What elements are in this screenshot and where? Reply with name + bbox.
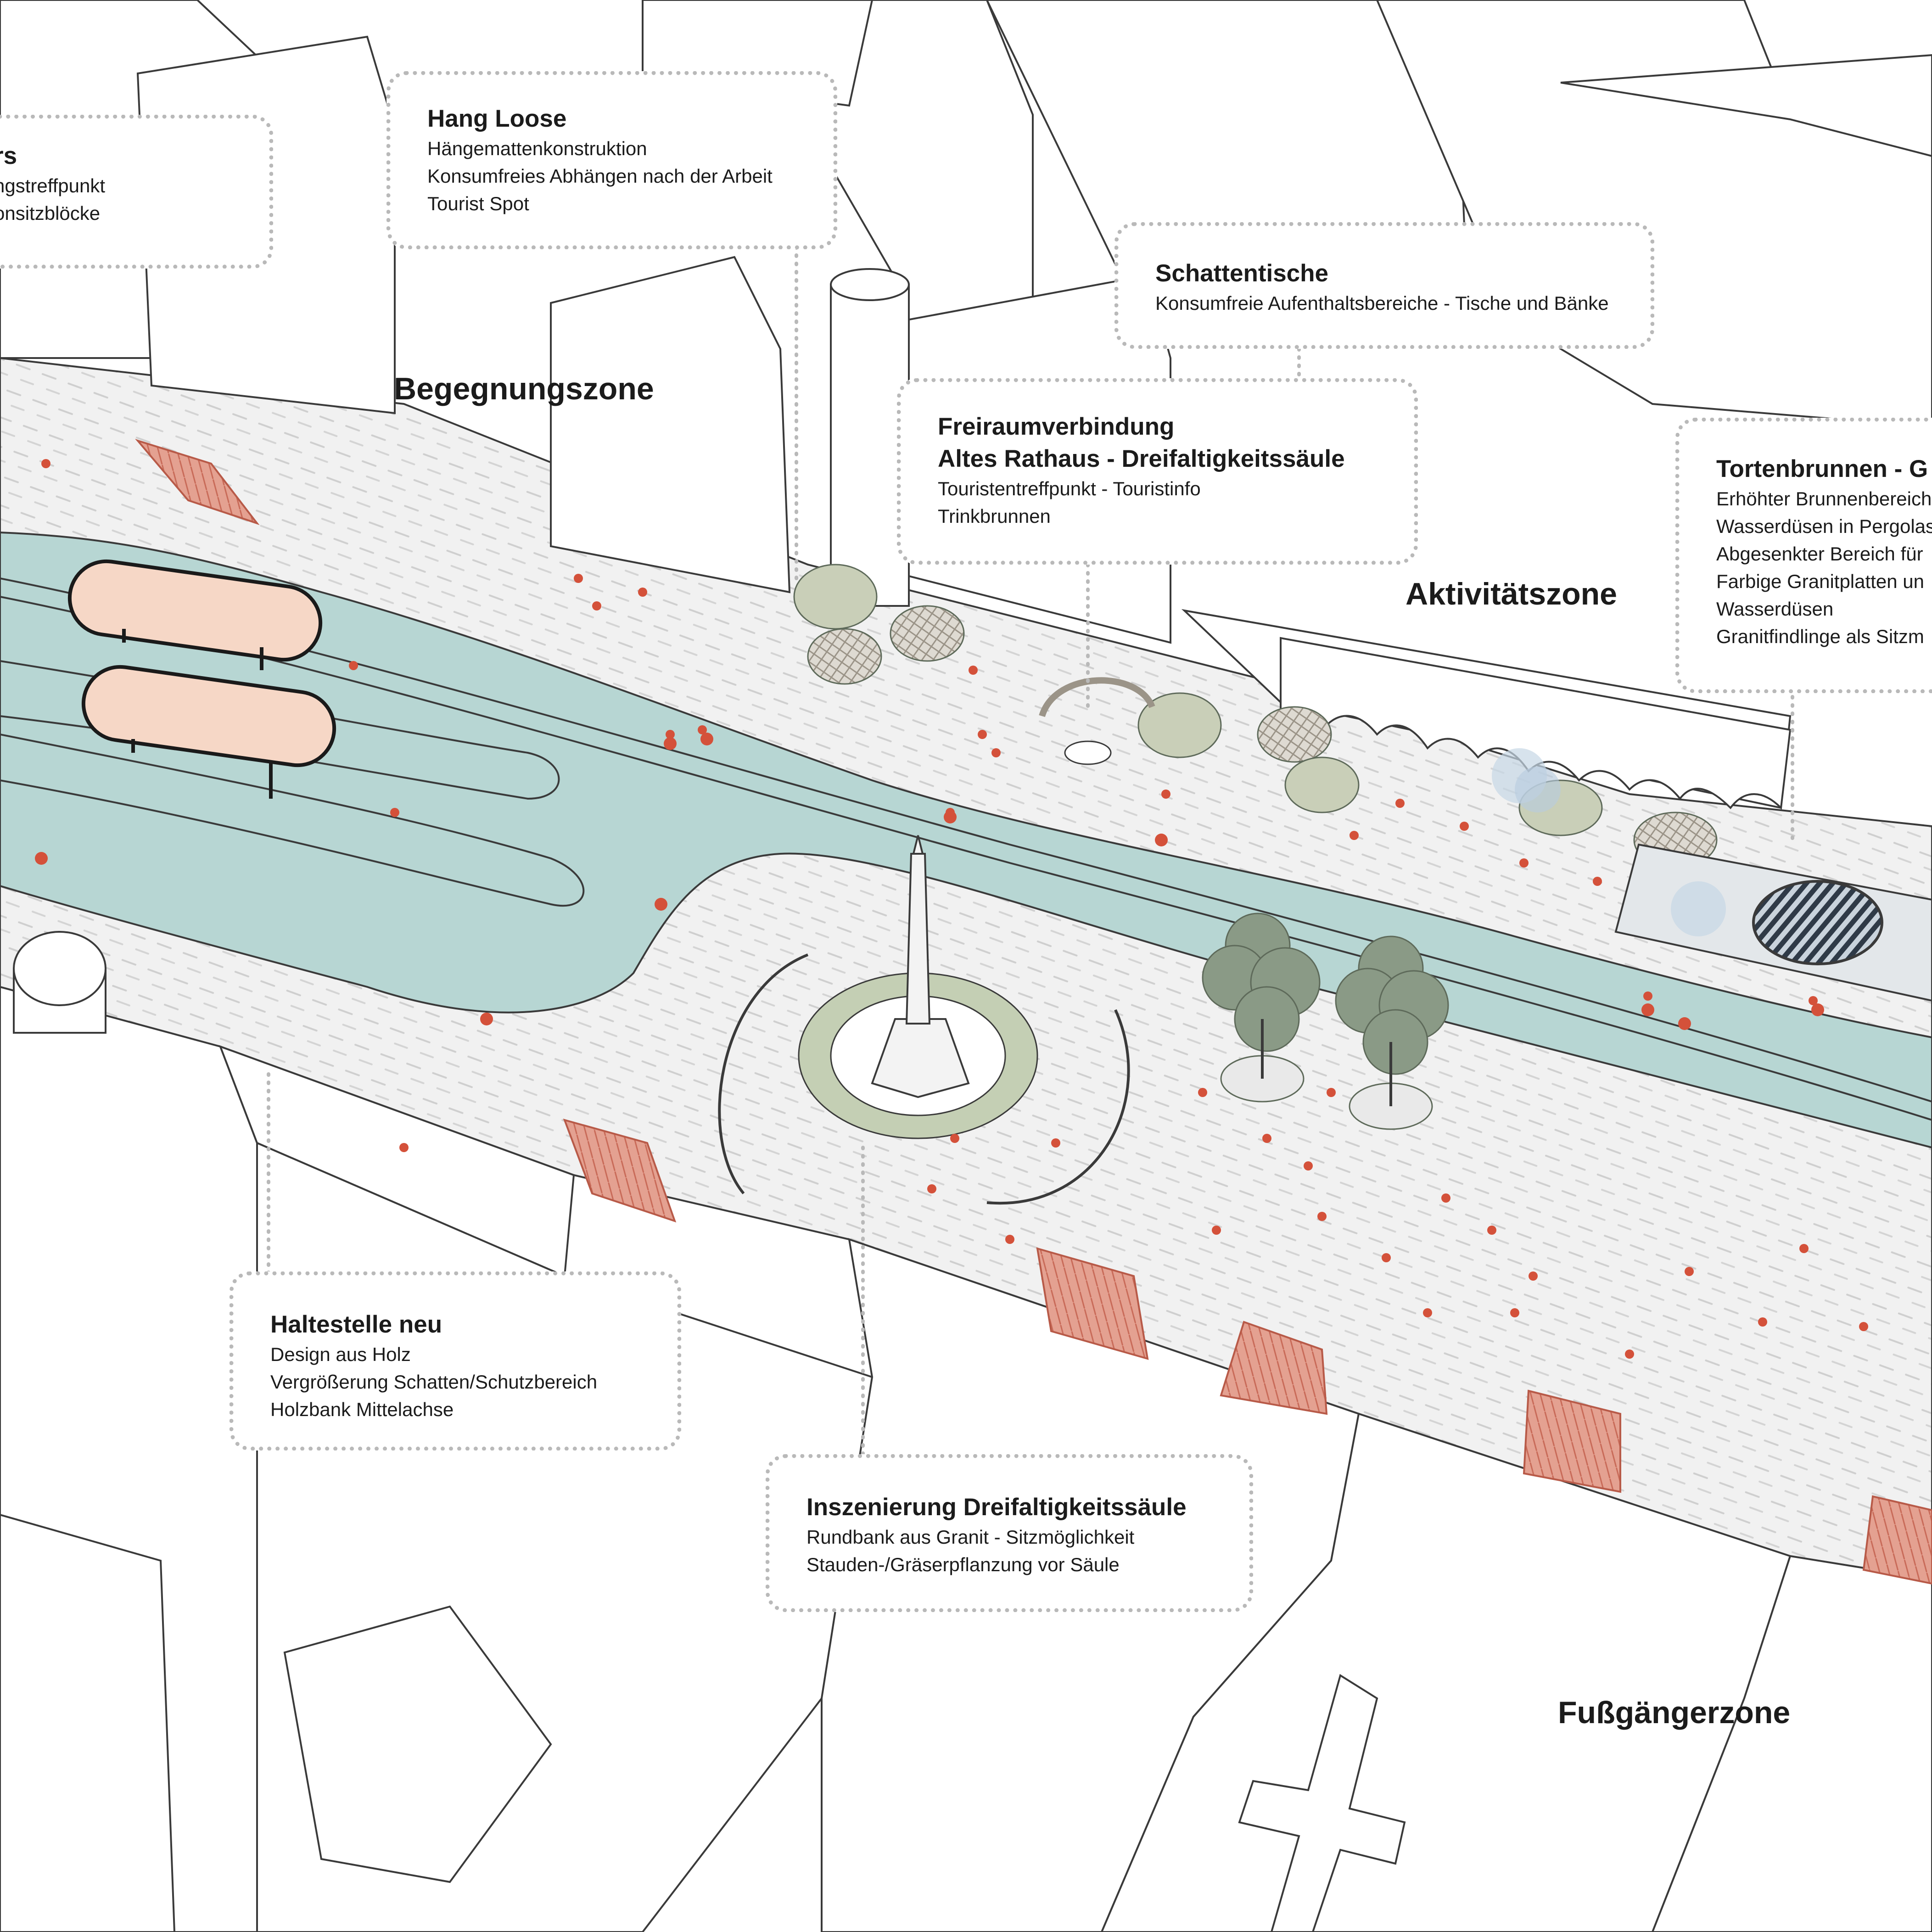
- zone-label-fussgaengerzone: Fußgängerzone: [1558, 1695, 1791, 1730]
- callout-line: Abgesenkter Bereich für: [1716, 543, 1923, 565]
- zone-label-aktivitaetszone: Aktivitätszone: [1406, 577, 1617, 611]
- callout-tortenbrunnen: Tortenbrunnen - G Erhöhter Brunnenbereic…: [1675, 418, 1932, 693]
- cake-fountain: [1492, 748, 1932, 1002]
- zone-label-begegnungszone: Begegnungszone: [394, 371, 654, 406]
- callout-line: Stauden-/Gräserpflanzung vor Säule: [806, 1554, 1120, 1575]
- cyclists: [35, 733, 1824, 1030]
- callout-line: Touristentreffpunkt - Touristinfo: [938, 478, 1201, 499]
- callout-line: Konsumfreie Aufenthaltsbereiche - Tische…: [1155, 292, 1609, 314]
- callout-line: Wasserdüsen: [1716, 598, 1834, 620]
- callout-haltestelle: Haltestelle neu Design aus Holz Vergröße…: [230, 1271, 681, 1450]
- callout-line: Farbige Granitplatten un: [1716, 571, 1924, 592]
- red-paving-tiles: [135, 439, 1932, 1585]
- callout-title: Inszenierung Dreifaltigkeitssäule: [806, 1494, 1187, 1521]
- callout-title: Schattentische: [1155, 260, 1329, 287]
- callout-title: rs: [0, 142, 17, 169]
- trinity-column-area: [718, 835, 1130, 1205]
- tram-shelters: [67, 559, 336, 799]
- callout-line: Rundbank aus Granit - Sitzmöglichkeit: [806, 1526, 1135, 1548]
- callout-inszenierung: Inszenierung Dreifaltigkeitssäule Rundba…: [766, 1454, 1253, 1612]
- callout-title-second-line: Altes Rathaus - Dreifaltigkeitssäule: [938, 445, 1345, 472]
- callout-line: onsitzblöcke: [0, 202, 101, 224]
- callout-freiraumverbindung: Freiraumverbindung Altes Rathaus - Dreif…: [897, 378, 1418, 565]
- callout-hang-loose: Hang Loose Hängemattenkonstruktion Konsu…: [386, 71, 837, 249]
- callout-title: Tortenbrunnen - G: [1716, 455, 1928, 482]
- callout-schattentische: Schattentische Konsumfreie Aufenthaltsbe…: [1114, 222, 1654, 349]
- callout-line: Konsumfreies Abhängen nach der Arbeit: [427, 165, 773, 187]
- trees: [1202, 913, 1449, 1130]
- domed-building: [13, 931, 106, 1034]
- tower: [830, 268, 910, 607]
- callout-line: Holzbank Mittelachse: [270, 1399, 454, 1420]
- tram-road: [0, 531, 1932, 1149]
- callout-left-cut: rs ngstreffpunkt onsitzblöcke: [0, 115, 273, 269]
- shade-tables: [793, 564, 1718, 868]
- callout-line: Hängemattenkonstruktion: [427, 138, 647, 159]
- callout-line: Tourist Spot: [427, 193, 529, 214]
- callout-line: Wasserdüsen in Pergolas: [1716, 515, 1932, 537]
- callout-line: Trinkbrunnen: [938, 505, 1051, 527]
- callout-line: Design aus Holz: [270, 1344, 411, 1365]
- callout-line: Vergrößerung Schatten/Schutzbereich: [270, 1371, 598, 1393]
- leader-lines: [267, 237, 1794, 1462]
- callout-title: Haltestelle neu: [270, 1311, 442, 1338]
- callout-line: ngstreffpunkt: [0, 175, 106, 196]
- callout-line: Erhöhter Brunnenbereich: [1716, 488, 1932, 510]
- people: [41, 459, 1868, 1359]
- callout-title: Hang Loose: [427, 105, 567, 132]
- callout-title: Freiraumverbindung: [938, 413, 1175, 440]
- callout-line: Granitfindlinge als Sitzm: [1716, 626, 1924, 647]
